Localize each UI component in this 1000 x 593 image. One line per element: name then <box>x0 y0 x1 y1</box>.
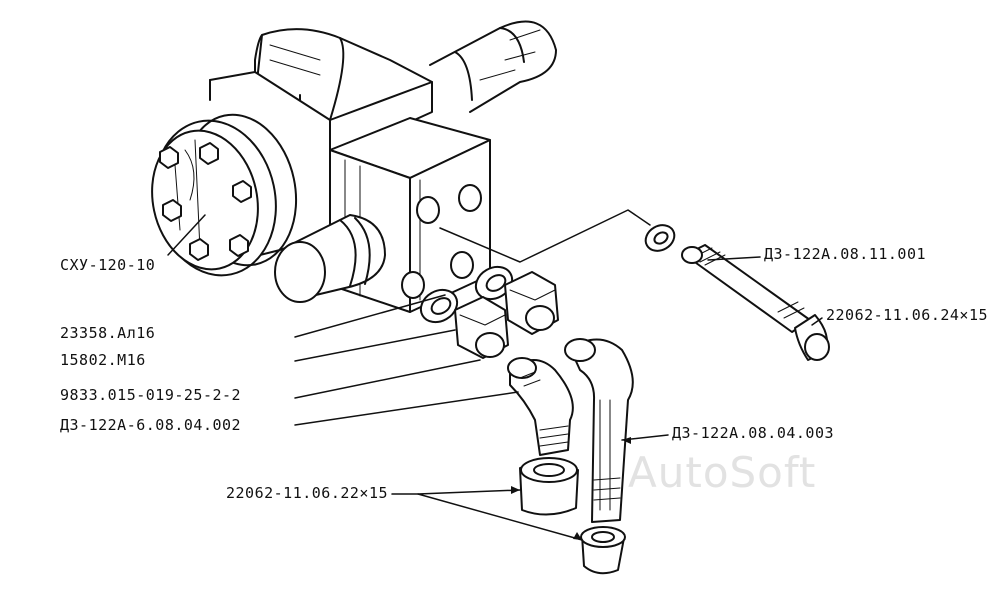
pump-shaft <box>429 20 557 113</box>
cap-right <box>794 314 830 361</box>
elbow-left <box>507 357 574 456</box>
leader-arrows <box>511 437 631 540</box>
pump-front-plug <box>274 214 386 303</box>
label-elbow-right: ДЗ-122А.08.04.003 <box>672 424 835 442</box>
label-nipple-long: ДЗ-122А.08.11.001 <box>764 245 927 263</box>
fittings <box>454 271 559 359</box>
label-washer-2: 15802.М16 <box>60 351 146 369</box>
cap-bottom-2 <box>580 526 626 575</box>
label-caps-bottom: 22062-11.06.22×15 <box>226 484 389 502</box>
elbow-right <box>564 338 634 523</box>
cap-bottom-1 <box>519 457 579 516</box>
cover-bolts <box>159 142 252 261</box>
watermark: AutoSoft <box>628 448 817 497</box>
label-washer-1: 23358.Ал16 <box>60 324 156 342</box>
leader-lines <box>167 209 823 541</box>
label-fitting: 9833.015-019-25-2-2 <box>60 386 242 404</box>
label-elbow-left: ДЗ-122А-6.08.04.002 <box>60 416 242 434</box>
pump-assembly <box>151 20 557 313</box>
washers <box>419 224 676 324</box>
label-pump: СХУ-120-10 <box>60 256 156 274</box>
label-cap-right: 22062-11.06.24×15 <box>826 306 989 324</box>
valve-block-ports <box>401 184 482 299</box>
